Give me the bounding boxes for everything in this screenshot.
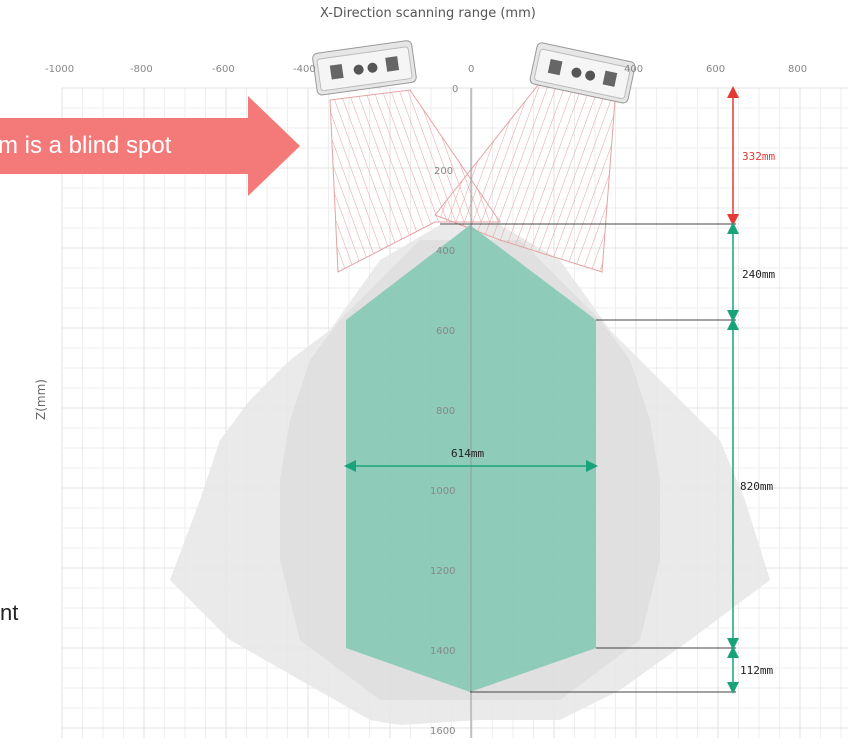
lower-section-dimension-label: 112mm xyxy=(740,664,774,677)
blind-spot-callout-arrow xyxy=(248,96,300,196)
upper-section-dimension-label: 240mm xyxy=(742,268,776,281)
x-tick: -600 xyxy=(212,64,235,75)
middle-section-dimension-label: 820mm xyxy=(740,480,774,493)
z-tick: 600 xyxy=(436,326,456,337)
x-tick: -400 xyxy=(293,64,316,75)
x-tick: -800 xyxy=(130,64,153,75)
camera-sensor-right-icon xyxy=(529,42,636,104)
width-dimension-label: 614mm xyxy=(451,447,485,460)
x-tick: 0 xyxy=(468,64,475,75)
x-tick: 400 xyxy=(624,64,644,75)
blind-spot-dimension-label: 332mm xyxy=(742,150,776,163)
reference-lines xyxy=(440,223,736,693)
z-tick: 1600 xyxy=(430,726,456,737)
blind-spot-callout-text: m is a blind spot xyxy=(0,132,172,159)
z-tick: 1200 xyxy=(430,566,456,577)
x-tick: 600 xyxy=(706,64,726,75)
z-tick: 1400 xyxy=(430,646,456,657)
z-tick: 0 xyxy=(452,84,459,95)
chart-title: X-Direction scanning range (mm) xyxy=(320,6,536,21)
x-tick: -1000 xyxy=(45,64,75,75)
side-text-fragment: nt xyxy=(0,600,19,625)
blind-spot-callout: m is a blind spot xyxy=(0,118,248,174)
z-axis-label: Z(mm) xyxy=(34,379,48,420)
z-tick: 1000 xyxy=(430,486,456,497)
z-tick: 400 xyxy=(436,246,456,257)
x-tick: 800 xyxy=(788,64,808,75)
camera-sensor-left-icon xyxy=(312,40,417,96)
z-tick: 200 xyxy=(434,166,454,177)
z-tick: 800 xyxy=(436,406,456,417)
